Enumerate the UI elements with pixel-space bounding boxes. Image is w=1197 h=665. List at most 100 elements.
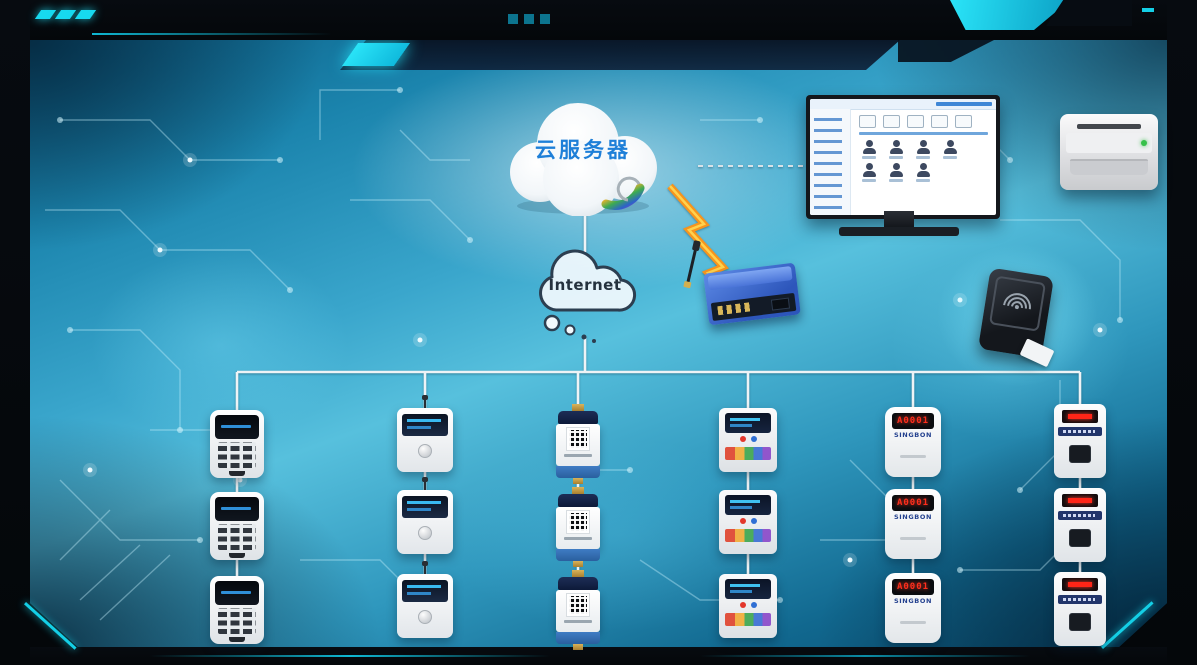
brand-label: SINGBON xyxy=(894,431,932,439)
monitor-stand xyxy=(884,211,914,227)
device-button xyxy=(418,444,432,458)
antenna-icon xyxy=(422,395,428,408)
software-sidebar xyxy=(810,109,851,215)
frame-right xyxy=(1167,0,1197,665)
printer-tray xyxy=(1070,159,1148,175)
top-dark-band xyxy=(340,40,900,70)
printer-status-led xyxy=(1141,140,1147,146)
water-spout xyxy=(229,553,245,558)
printer xyxy=(1060,114,1158,190)
device-screen xyxy=(215,497,259,521)
device-screen xyxy=(725,495,771,515)
device-thumb-icon xyxy=(931,115,948,128)
led-segment xyxy=(1068,414,1092,419)
user-icon xyxy=(861,140,877,159)
internet-cloud: Internet xyxy=(518,246,652,346)
device-screen xyxy=(402,496,448,518)
label-strip xyxy=(1058,427,1102,436)
device-button xyxy=(418,526,432,540)
led-display: A0001 xyxy=(892,413,934,429)
card-slot xyxy=(900,455,926,458)
access-card-terminal xyxy=(1054,572,1106,646)
antenna-icon xyxy=(422,477,428,490)
card-reader-pad xyxy=(1069,529,1091,547)
color-label xyxy=(725,447,771,460)
access-card-terminal xyxy=(1054,488,1106,562)
led-display-value: A0001 xyxy=(896,498,930,508)
label-strip xyxy=(1058,511,1102,520)
singbon-card-dispenser: A0001 SINGBON xyxy=(885,407,941,477)
singbon-card-dispenser: A0001 SINGBON xyxy=(885,573,941,643)
user-icon-row xyxy=(851,161,996,184)
device-button xyxy=(750,602,757,608)
water-control-terminal xyxy=(397,395,453,472)
device-screen xyxy=(215,415,259,439)
user-icon-row xyxy=(851,138,996,161)
user-icon xyxy=(915,140,931,159)
cloud-server: 云服务器 xyxy=(478,84,688,217)
qr-code xyxy=(566,427,590,451)
internet-label: Internet xyxy=(548,276,622,294)
monitor-base xyxy=(839,227,959,236)
device-thumb-icon xyxy=(859,115,876,128)
led-segment xyxy=(1068,582,1092,587)
user-icon xyxy=(888,163,904,182)
qr-code xyxy=(566,510,590,534)
led-display-value: A0001 xyxy=(896,416,930,426)
led-display: A0001 xyxy=(892,579,934,595)
drinking-water-controller xyxy=(210,492,264,560)
top-accent-line xyxy=(92,33,332,35)
keypad xyxy=(218,608,256,634)
prepaid-utility-meter xyxy=(719,408,777,472)
drinking-water-controller xyxy=(210,410,264,478)
drinking-water-controller xyxy=(210,576,264,644)
qr-code xyxy=(566,593,590,617)
water-spout xyxy=(229,471,245,476)
management-pc-monitor xyxy=(806,95,1000,219)
bottom-accent-line xyxy=(150,655,550,657)
label-strip xyxy=(1058,595,1102,604)
device-button xyxy=(750,436,757,442)
printer-paper-slot xyxy=(1077,124,1141,129)
device-thumb-icon xyxy=(883,115,900,128)
user-icon xyxy=(861,163,877,182)
led-segment xyxy=(1068,498,1092,503)
led-display-value: A0001 xyxy=(896,582,930,592)
led-display: A0001 xyxy=(892,495,934,511)
device-button xyxy=(739,518,746,524)
frame-bottom xyxy=(0,647,1197,665)
prepaid-utility-meter xyxy=(719,490,777,554)
device-screen xyxy=(725,579,771,599)
printer-front-panel xyxy=(1066,133,1152,153)
smart-water-meter xyxy=(555,487,601,567)
device-thumb-icon xyxy=(907,115,924,128)
card-reader-pad xyxy=(1069,613,1091,631)
color-label xyxy=(725,613,771,626)
card-slot xyxy=(900,537,926,540)
keypad xyxy=(218,524,256,550)
top-right-dark xyxy=(1046,0,1132,26)
network-gateway xyxy=(686,249,801,326)
color-label xyxy=(725,529,771,542)
cloud-server-label: 云服务器 xyxy=(535,138,631,162)
device-icon-row xyxy=(851,109,996,131)
device-button xyxy=(739,602,746,608)
water-control-terminal xyxy=(397,561,453,638)
reader-face xyxy=(988,275,1047,332)
top-right-tick xyxy=(1142,8,1154,12)
card-slot xyxy=(900,621,926,624)
led-display xyxy=(1062,578,1098,591)
internet-cloud-icon xyxy=(539,249,637,343)
device-screen xyxy=(215,581,259,605)
water-control-terminal xyxy=(397,477,453,554)
user-icon xyxy=(888,140,904,159)
management-software-screen xyxy=(810,99,996,215)
device-button xyxy=(418,610,432,624)
software-titlebar xyxy=(810,99,996,110)
device-thumb-icon xyxy=(955,115,972,128)
titlebar-text-chip xyxy=(936,102,992,106)
device-screen xyxy=(402,414,448,436)
device-button xyxy=(739,436,746,442)
smart-water-meter xyxy=(555,404,601,484)
